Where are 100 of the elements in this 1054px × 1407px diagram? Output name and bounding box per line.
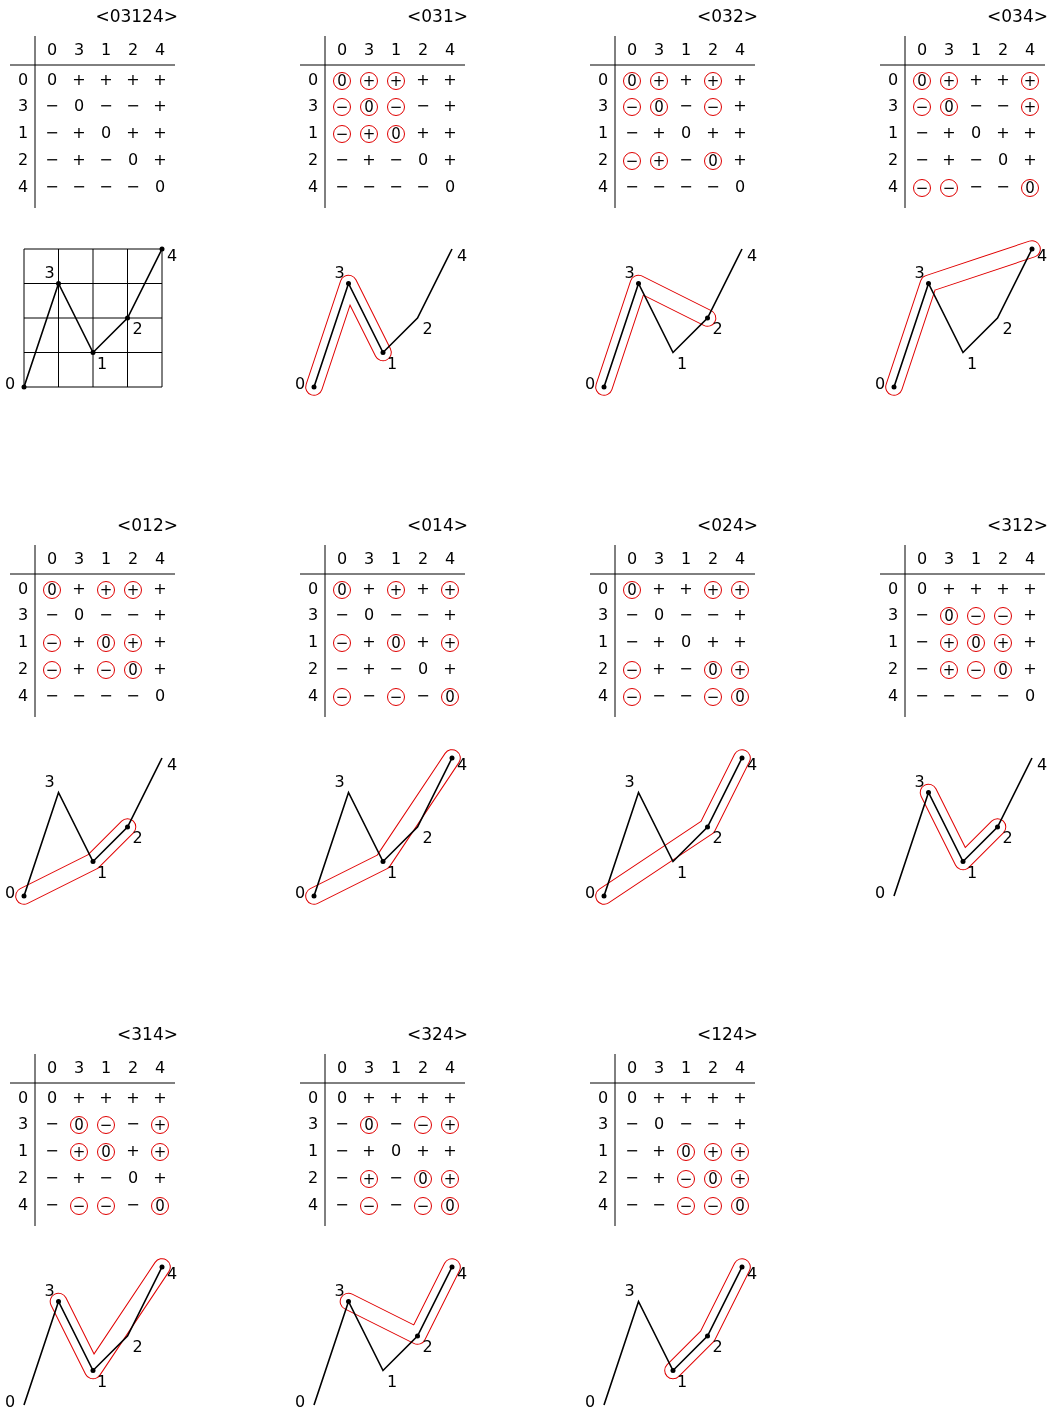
- panel-title: <034>: [987, 7, 1048, 25]
- row-header: 3: [17, 97, 29, 115]
- table-cell: −: [335, 1196, 349, 1214]
- table-cell: +: [126, 71, 140, 89]
- point-label: 0: [584, 884, 596, 902]
- table-cell: +: [679, 1089, 693, 1107]
- table-cell: −: [126, 606, 140, 624]
- table-cell: +: [733, 124, 747, 142]
- table-cell: −: [99, 97, 113, 115]
- row-header: 0: [597, 1089, 609, 1107]
- table-cell: −: [652, 687, 666, 705]
- table-cell: +: [443, 151, 457, 169]
- point-label: 3: [44, 1281, 55, 1300]
- table-cell: +: [153, 124, 167, 142]
- column-header: 0: [336, 41, 348, 59]
- point-label: 1: [966, 863, 978, 882]
- point-label: 0: [874, 884, 886, 902]
- table-cell: −: [389, 606, 403, 624]
- table-cell: +: [443, 71, 457, 89]
- row-header: 1: [17, 1142, 29, 1160]
- table-cell: −: [99, 687, 113, 705]
- table-cell: 0: [653, 1115, 665, 1133]
- table-cell: −: [679, 687, 693, 705]
- table-cell: +: [72, 71, 86, 89]
- table-cell: −: [126, 1115, 140, 1133]
- table-cell: +: [706, 124, 720, 142]
- row-header: 0: [17, 580, 29, 598]
- column-header: 1: [680, 41, 692, 59]
- point-label: 2: [422, 1338, 433, 1356]
- row-header: 0: [597, 71, 609, 89]
- table-cell: +: [652, 580, 666, 598]
- table-cell: −: [652, 178, 666, 196]
- table-cell: 0: [154, 687, 166, 705]
- table-cell: +: [416, 633, 430, 651]
- column-header: 3: [653, 1059, 665, 1077]
- column-header: 0: [336, 1059, 348, 1077]
- row-header: 3: [307, 1115, 319, 1133]
- row-header: 1: [597, 1142, 609, 1160]
- table-cell: 0: [417, 151, 429, 169]
- column-header: 4: [154, 550, 166, 568]
- table-cell: −: [99, 1169, 113, 1187]
- table-cell: −: [126, 178, 140, 196]
- column-header: 1: [970, 550, 982, 568]
- row-header: 4: [597, 178, 609, 196]
- table-cell: +: [416, 1089, 430, 1107]
- column-header: 0: [626, 41, 638, 59]
- table-cell: +: [153, 1089, 167, 1107]
- point-label: 2: [132, 829, 143, 847]
- table-cell: 0: [73, 606, 85, 624]
- point-label: 1: [96, 863, 108, 882]
- table-cell: −: [99, 151, 113, 169]
- column-header: 2: [707, 550, 719, 568]
- point-label: 1: [96, 354, 108, 373]
- row-header: 0: [887, 71, 899, 89]
- column-header: 3: [653, 550, 665, 568]
- table-cell: −: [45, 151, 59, 169]
- column-header: 2: [707, 41, 719, 59]
- point-label: 2: [1002, 829, 1013, 847]
- table-cell: −: [99, 178, 113, 196]
- row-header: 4: [17, 178, 29, 196]
- table-cell: 0: [46, 1089, 58, 1107]
- table-cell: +: [153, 97, 167, 115]
- table-cell: +: [1023, 633, 1037, 651]
- table-cell: −: [45, 1142, 59, 1160]
- table-cell: −: [942, 687, 956, 705]
- row-header: 4: [887, 687, 899, 705]
- table-cell: +: [153, 580, 167, 598]
- table-cell: 0: [734, 178, 746, 196]
- column-header: 1: [100, 550, 112, 568]
- column-header: 1: [680, 1059, 692, 1077]
- table-cell: 0: [127, 1169, 139, 1187]
- column-header: 3: [653, 41, 665, 59]
- column-header: 2: [417, 41, 429, 59]
- table-cell: +: [72, 580, 86, 598]
- column-header: 3: [943, 550, 955, 568]
- row-header: 4: [307, 1196, 319, 1214]
- table-cell: −: [969, 97, 983, 115]
- point-label: 4: [456, 756, 468, 774]
- table-cell: −: [126, 1196, 140, 1214]
- point-label: 3: [914, 263, 925, 282]
- row-header: 1: [307, 633, 319, 651]
- table-cell: +: [153, 660, 167, 678]
- table-cell: +: [443, 1089, 457, 1107]
- table-cell: +: [679, 580, 693, 598]
- panel-title: <314>: [117, 1025, 178, 1043]
- table-cell: +: [1023, 580, 1037, 598]
- table-cell: −: [389, 151, 403, 169]
- table-cell: −: [625, 1196, 639, 1214]
- column-header: 3: [943, 41, 955, 59]
- table-cell: −: [416, 687, 430, 705]
- panel-title: <031>: [407, 7, 468, 25]
- table-cell: −: [915, 606, 929, 624]
- table-cell: 0: [626, 1089, 638, 1107]
- table-cell: +: [1023, 151, 1037, 169]
- row-header: 4: [597, 687, 609, 705]
- row-header: 3: [307, 97, 319, 115]
- table-cell: 0: [390, 1142, 402, 1160]
- column-header: 3: [73, 41, 85, 59]
- column-header: 4: [154, 1059, 166, 1077]
- table-cell: 0: [336, 1089, 348, 1107]
